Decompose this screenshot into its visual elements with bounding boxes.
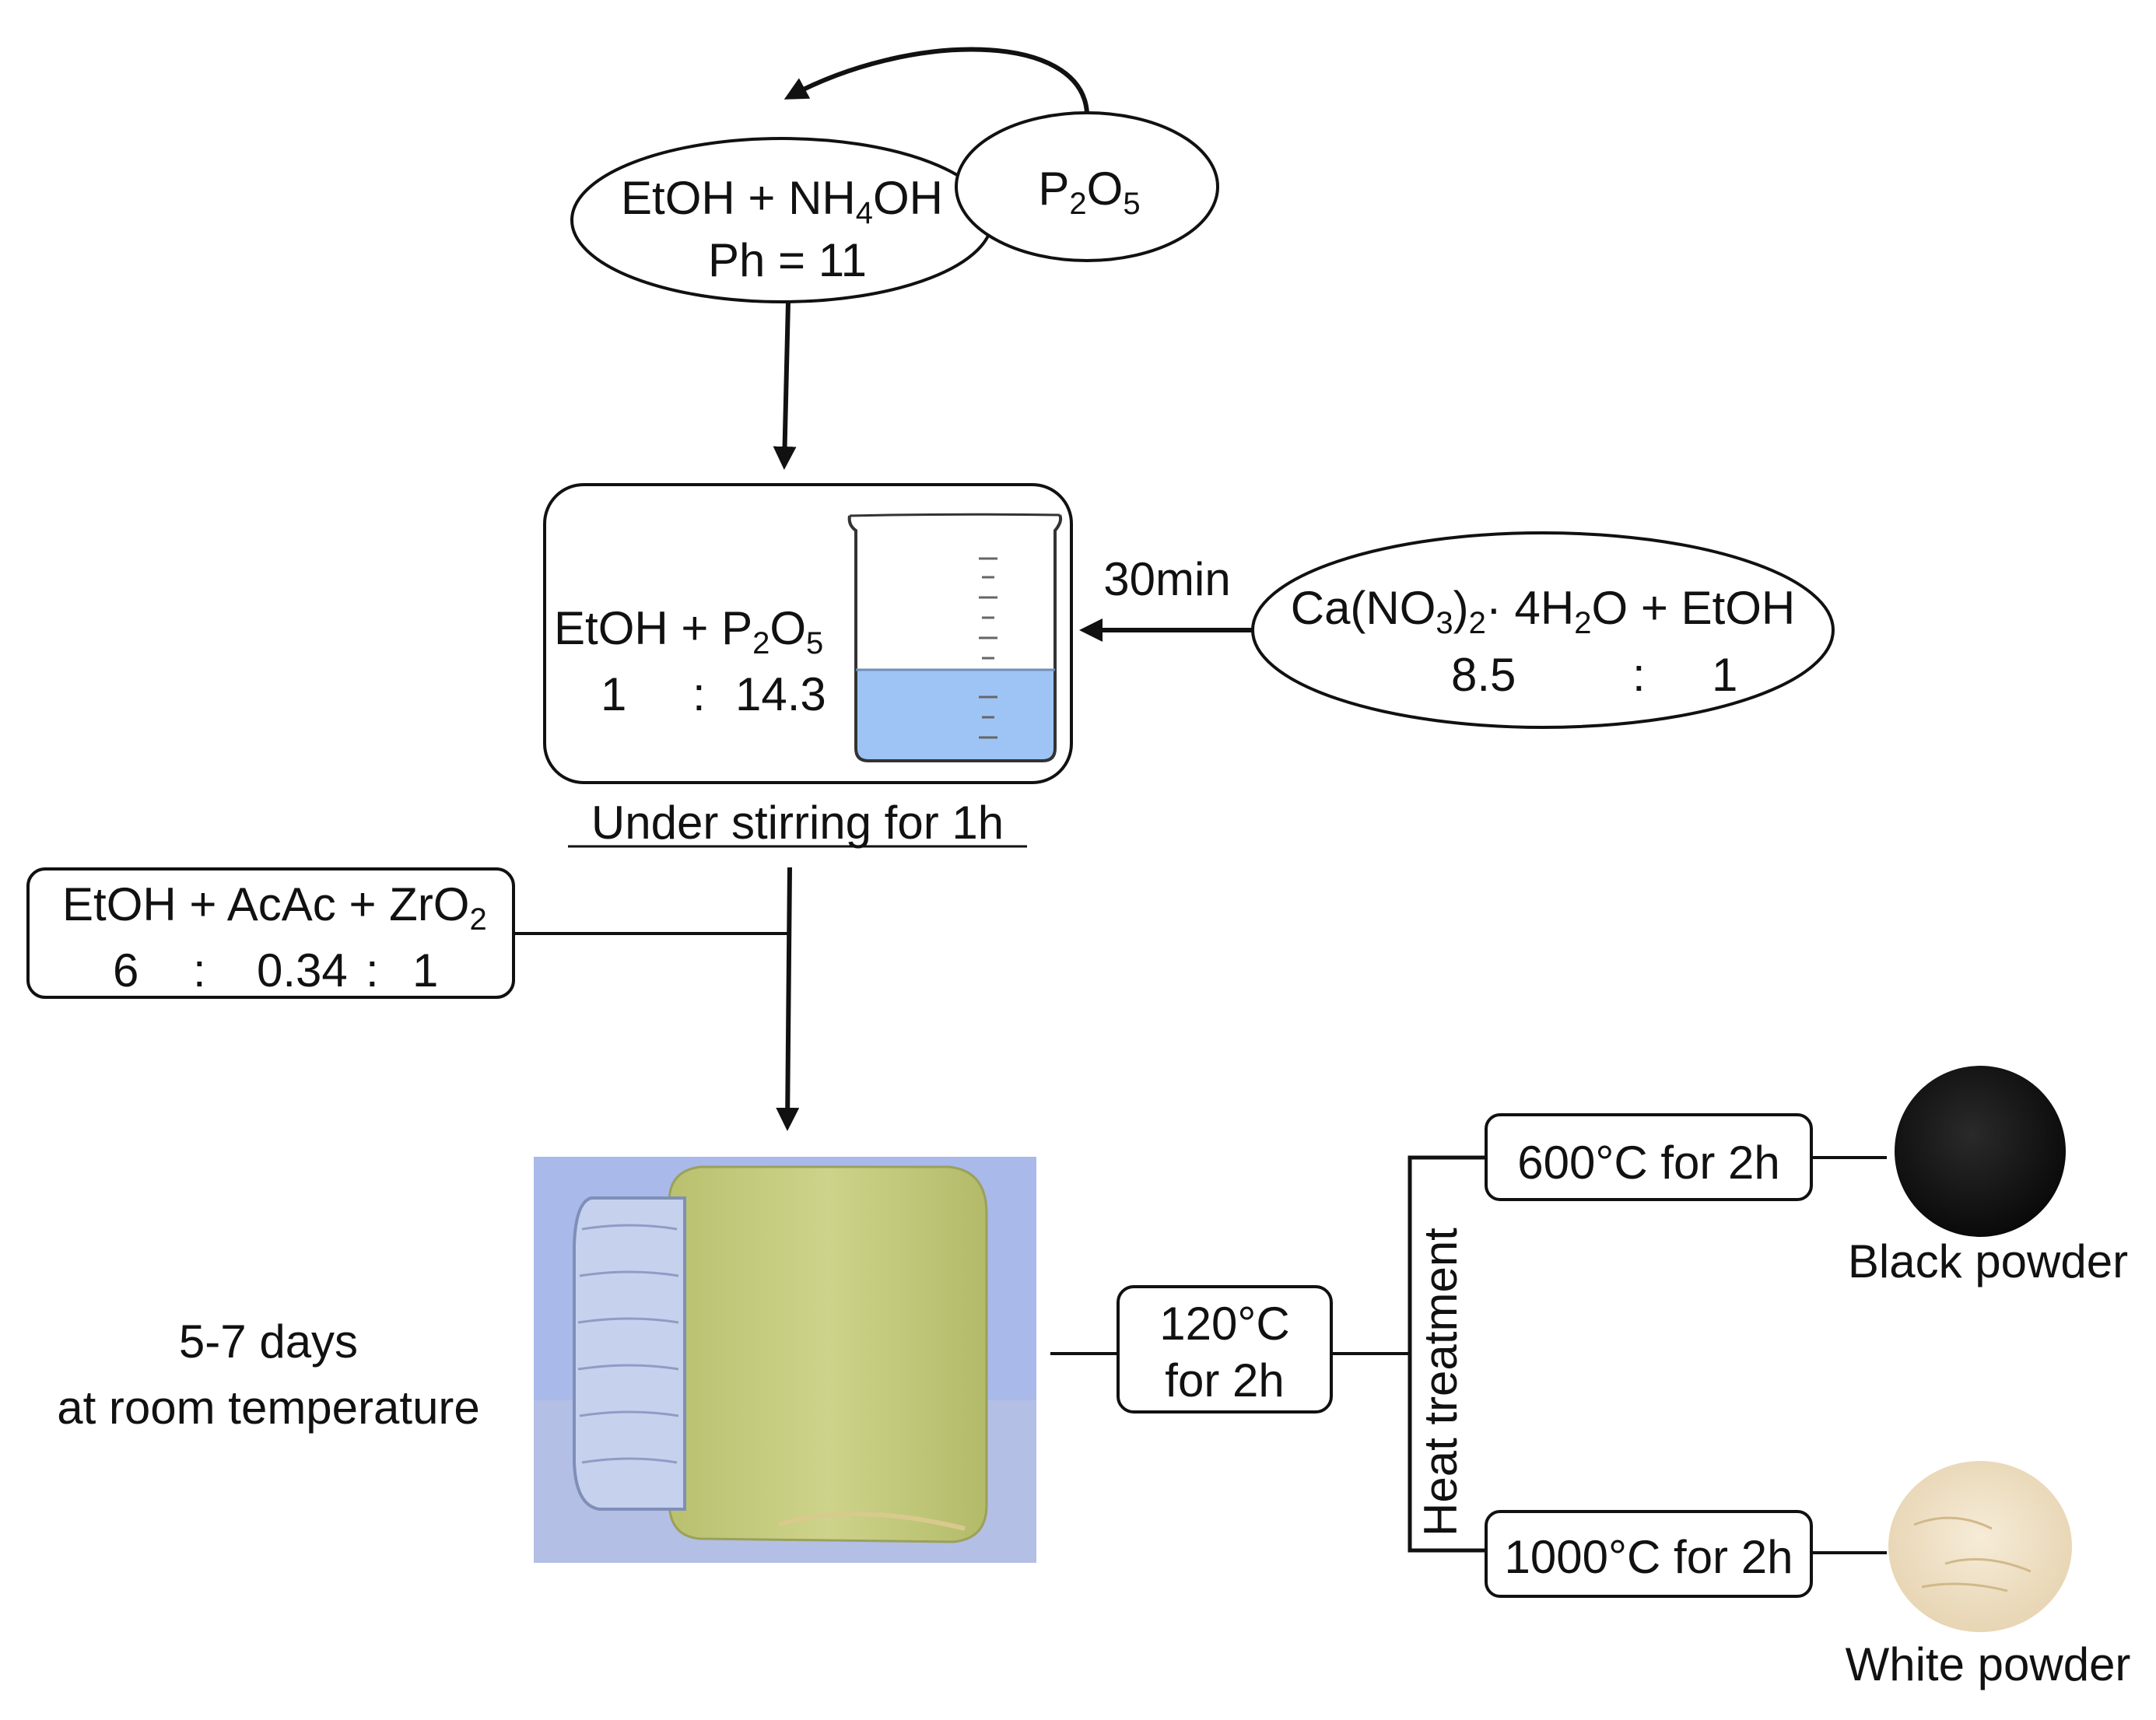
ethanol-p2o5-label: EtOH + P2O5 <box>554 602 824 660</box>
gel-jar-photo <box>534 1157 1036 1563</box>
curved-arrow <box>784 47 1089 114</box>
zirconia-ratio-3: 1 <box>412 944 439 997</box>
arrow-down-2 <box>776 867 800 1131</box>
calcium-ratio-colon: : <box>1632 649 1646 701</box>
ethanol-ammonia-label: EtOH + NH4OH <box>621 172 943 230</box>
aging-days-label: 5-7 days <box>178 1315 359 1368</box>
zirconia-label: EtOH + AcAc + ZrO2 <box>62 878 487 937</box>
beaker-icon <box>847 513 1063 762</box>
white-powder-texture <box>1913 1516 2032 1592</box>
stirring-caption: Under stirring for 1h <box>591 797 1004 849</box>
zirconia-ratio-1: 6 <box>113 944 139 997</box>
white-powder-sample <box>1888 1461 2072 1632</box>
black-powder-sample <box>1895 1066 2066 1237</box>
ph-label: Ph = 11 <box>707 234 868 286</box>
mix-ratio-colon: : <box>692 668 706 720</box>
drying-time-label: for 2h <box>1165 1354 1285 1406</box>
aging-temperature-label: at room temperature <box>57 1382 480 1434</box>
time-30min-label: 30min <box>1103 553 1231 605</box>
high-temperature-label: 1000°C for 2h <box>1504 1531 1793 1583</box>
calcium-ratio-a: 8.5 <box>1451 649 1516 701</box>
drying-temperature-label: 120°C <box>1159 1298 1290 1350</box>
low-temperature-label: 600°C for 2h <box>1517 1137 1780 1189</box>
mix-ratio-a: 1 <box>601 668 627 720</box>
arrow-down-1 <box>773 301 797 470</box>
p2o5-label: P2O5 <box>1038 163 1141 221</box>
white-powder-label: White powder <box>1845 1638 2131 1690</box>
calcium-nitrate-label: Ca(NO3)2· 4H2O + EtOH <box>1290 582 1796 640</box>
heat-bracket <box>1408 1155 1486 1553</box>
drying-box <box>1117 1285 1333 1413</box>
zirconia-ratio-2: 0.34 <box>257 944 348 997</box>
zirconia-colon-1: : <box>193 944 206 997</box>
heat-treatment-label: Heat treatment <box>1415 1228 1467 1536</box>
black-powder-label: Black powder <box>1847 1235 2129 1287</box>
zirconia-colon-2: : <box>366 944 379 997</box>
mix-ratio-b: 14.3 <box>735 668 826 720</box>
calcium-ratio-b: 1 <box>1712 649 1738 701</box>
